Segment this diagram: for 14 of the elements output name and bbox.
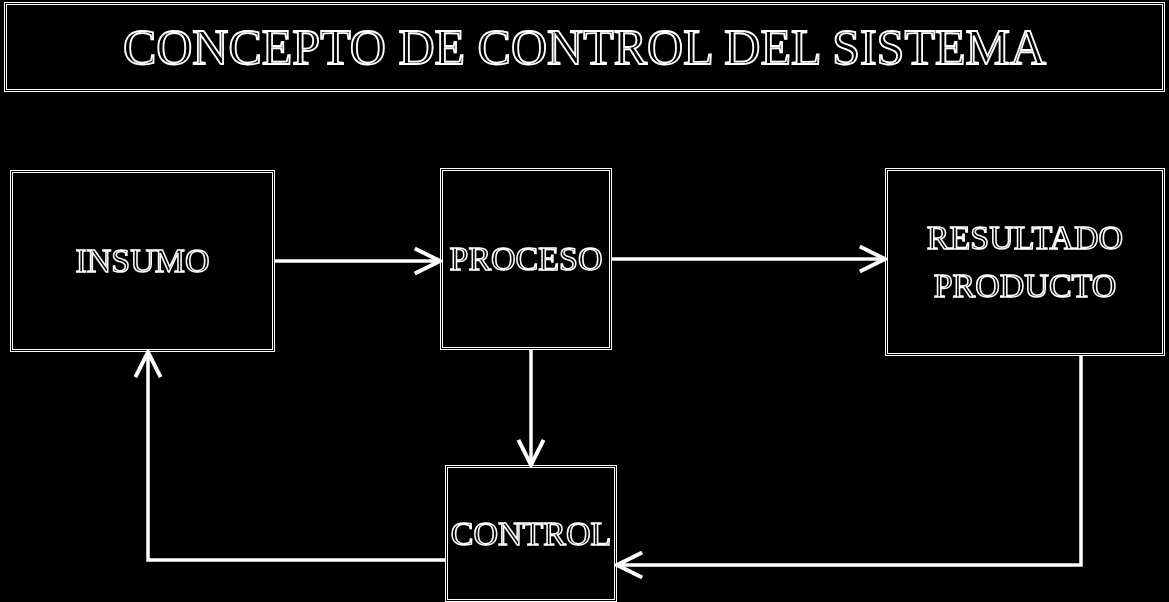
process-box [885, 168, 1165, 356]
box-label: RESULTADO PRODUCTO [925, 218, 1125, 306]
box-label: INSUMO [75, 241, 210, 282]
process-box [10, 170, 275, 352]
arrow [615, 356, 1083, 580]
box-label: CONTROL [450, 513, 612, 554]
title-text: CONCEPTO DE CONTROL DEL SISTEMA [122, 18, 1047, 76]
arrow [275, 246, 442, 276]
process-box [445, 465, 617, 602]
process-box [440, 168, 612, 350]
box-label: PROCESO [449, 239, 603, 280]
arrow [516, 350, 546, 467]
arrow [612, 244, 887, 274]
arrow [133, 350, 445, 562]
